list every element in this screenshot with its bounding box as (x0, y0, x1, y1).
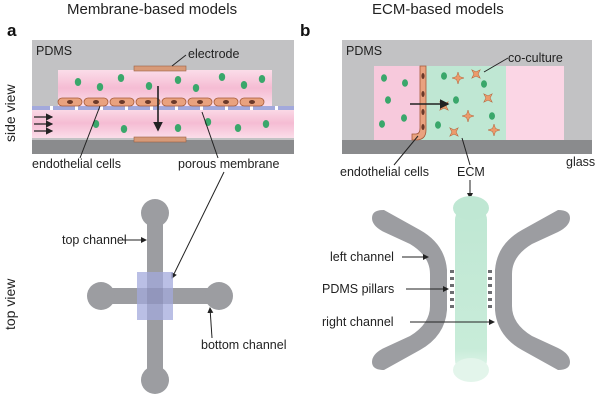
bottom-channel-leader (207, 307, 214, 339)
cells-ecm-side (379, 72, 495, 129)
ecm-channel-shape (455, 206, 487, 374)
panel-letter-a: a (7, 21, 17, 40)
bottom-channel-section (32, 108, 294, 138)
endothelial-cells-label-right: endothelial cells (340, 165, 429, 179)
porous-membrane-label: porous membrane (178, 157, 279, 171)
electrode-bottom (133, 136, 187, 143)
endothelial-leader-left (79, 105, 101, 159)
ecm-label: ECM (457, 165, 485, 179)
left-channel-section (374, 66, 420, 140)
right-channel-shape (495, 210, 570, 370)
cells-top-channel (74, 73, 266, 92)
top-view-label: top view (2, 278, 18, 330)
co-culture-leader (483, 57, 509, 73)
bottom-channel-label: bottom channel (201, 338, 286, 352)
left-channel-label: left channel (330, 250, 394, 264)
ecm-top-view (372, 196, 570, 382)
right-channel-label: right channel (322, 315, 394, 329)
membrane-side-view: PDMS electrode (32, 40, 294, 154)
electrode-leader (171, 54, 187, 67)
membrane-leader-top (201, 111, 219, 159)
porous-membrane-band (32, 106, 294, 110)
flow-arrows (34, 113, 54, 135)
membrane-leader-bottom (171, 171, 225, 279)
ecm-leader-top (461, 137, 471, 166)
cells-bottom-channel (92, 118, 270, 133)
side-view-label: side view (2, 84, 18, 142)
co-culture-label: co-culture (508, 51, 563, 65)
right-channel-section (506, 66, 564, 140)
panel-letter-b: b (300, 21, 310, 40)
glass-label: glass (566, 155, 595, 169)
left-panel-title: Membrane-based models (67, 1, 237, 18)
electrode-label: electrode (188, 47, 239, 61)
endothelial-leader-right (393, 135, 419, 166)
left-channel-shape (372, 210, 447, 370)
top-channel-label: top channel (62, 233, 127, 247)
pdms-label-left: PDMS (36, 44, 72, 58)
pdms-pillars (450, 270, 492, 308)
pdms-pillars-label: PDMS pillars (322, 282, 394, 296)
electrode-top (133, 65, 187, 72)
membrane-top-view (87, 199, 233, 394)
pdms-label-right: PDMS (346, 44, 382, 58)
endothelial-wall (411, 65, 427, 141)
glass-substrate-right (342, 140, 592, 154)
endothelial-cells-label-left: endothelial cells (32, 157, 121, 171)
right-panel-title: ECM-based models (372, 1, 504, 18)
ecm-side-view: PDMS co-culture (342, 40, 592, 154)
glass-substrate (32, 140, 294, 154)
